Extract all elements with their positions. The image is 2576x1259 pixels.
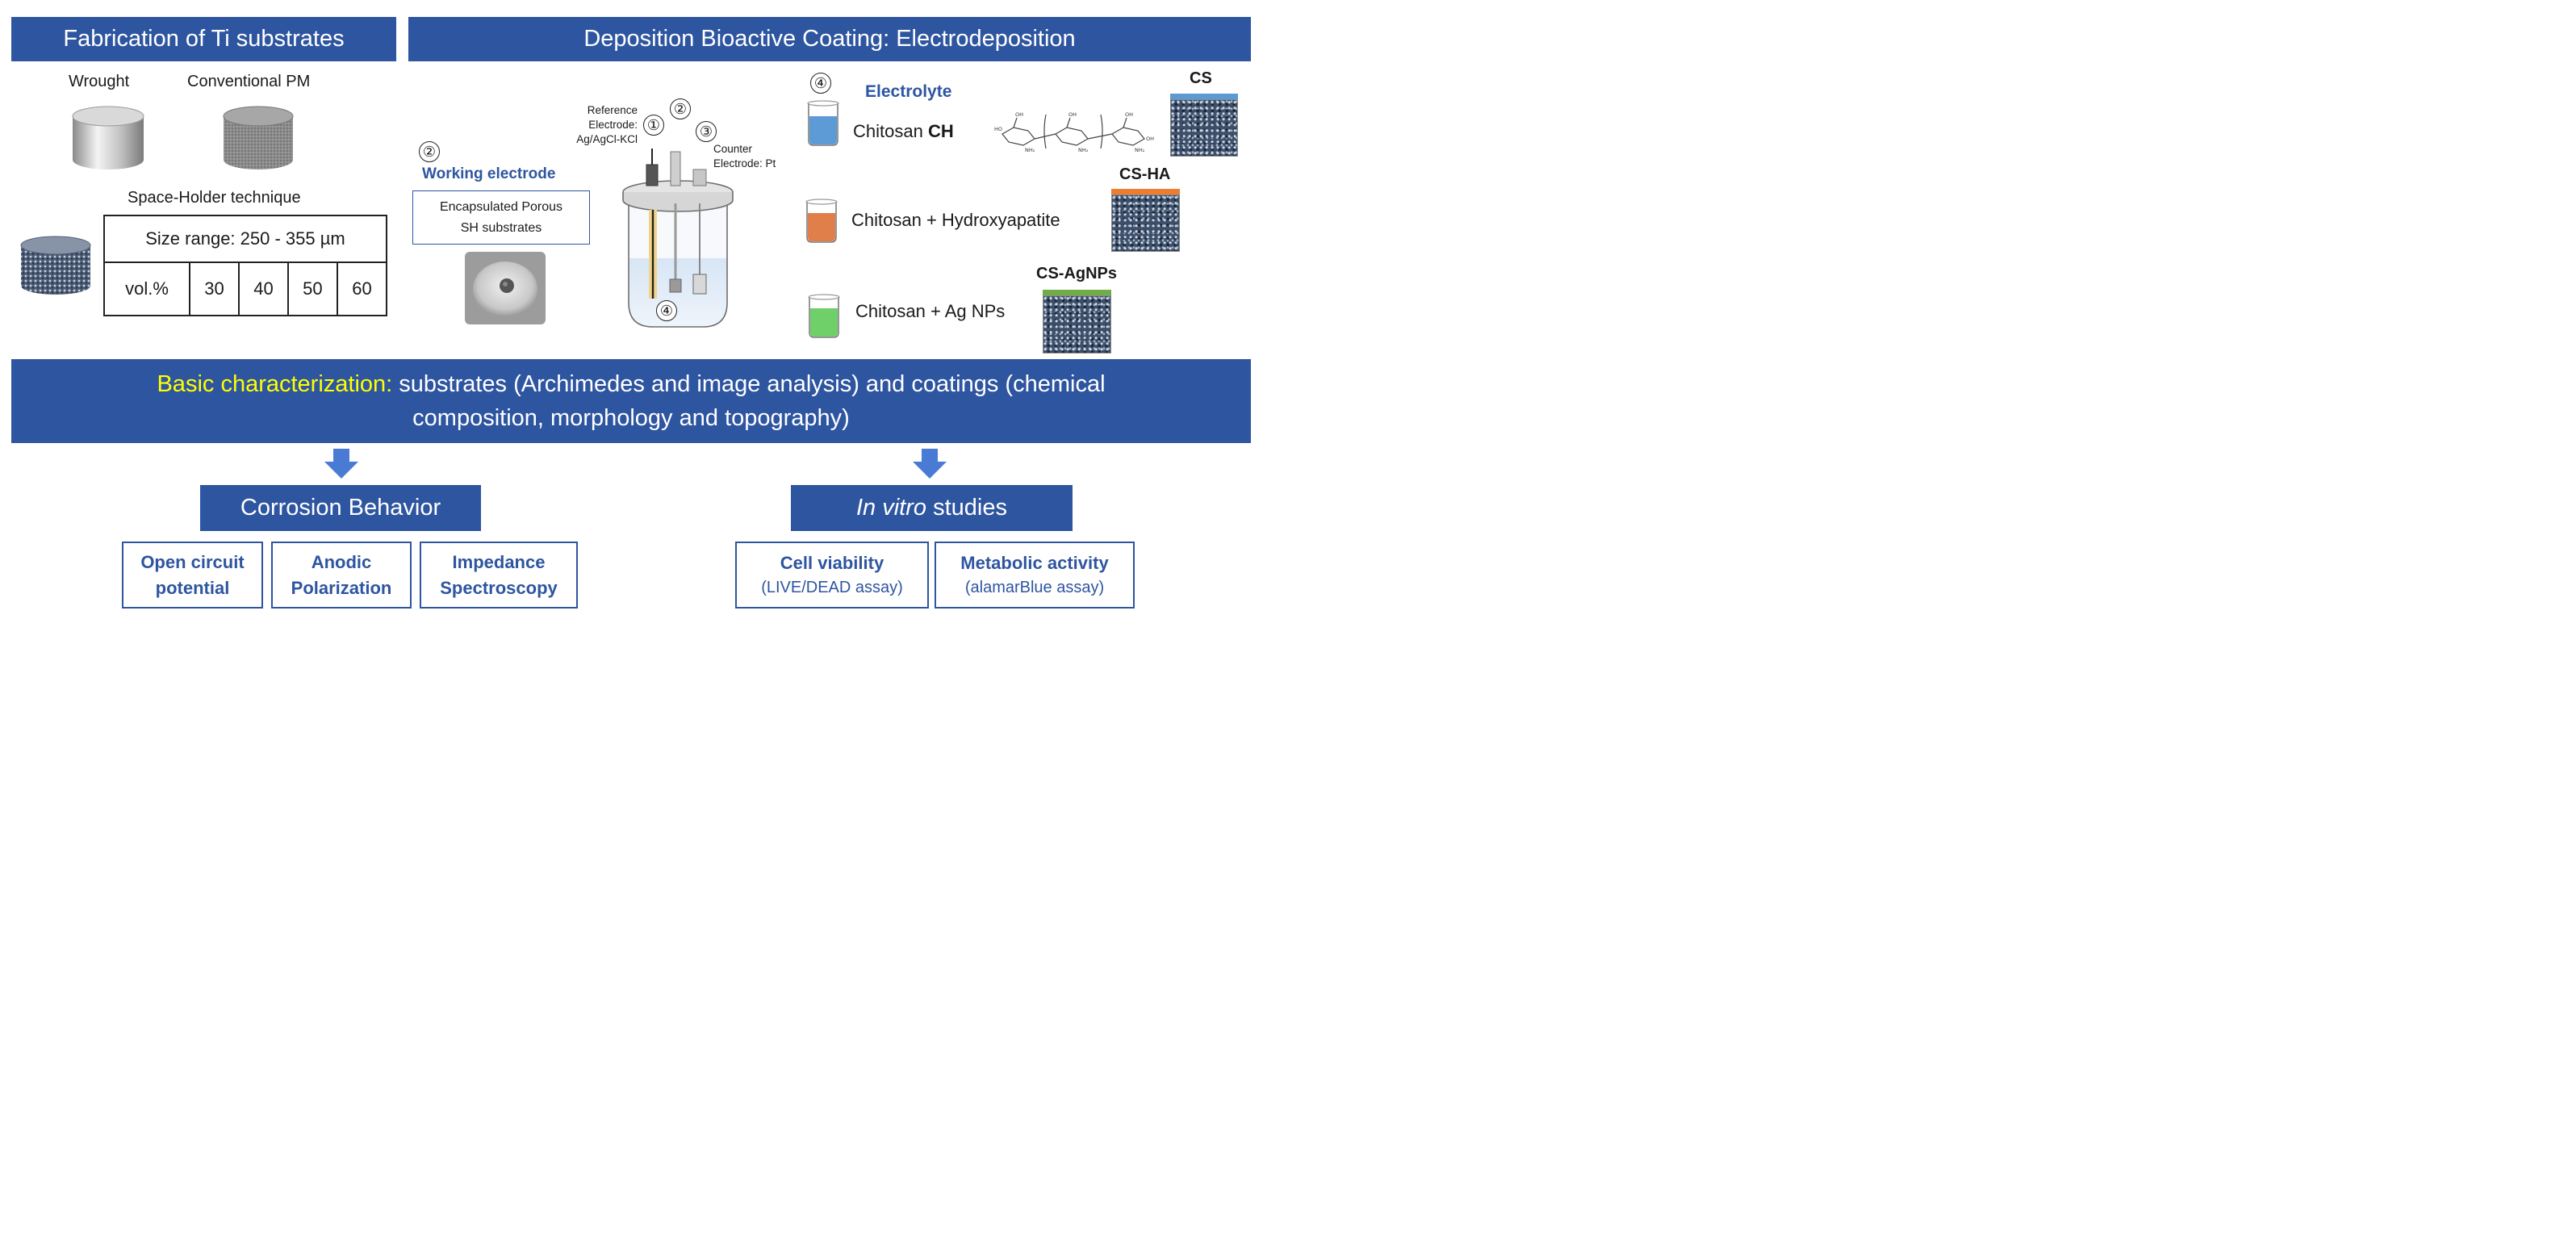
coating-sample-image (1111, 194, 1180, 252)
size-range-cell: Size range: 250 - 355 µm (103, 215, 387, 263)
corrosion-title: Corrosion Behavior (240, 495, 441, 521)
counter-electrode-label: Counter Electrode: Pt (713, 143, 776, 170)
beaker-icon (808, 294, 840, 338)
vol-value-cell: 50 (286, 261, 338, 316)
reference-electrode-label: Reference Electrode: Ag/AgCl-KCl (576, 104, 638, 146)
coating-label: CS (1190, 69, 1212, 87)
svg-text:OH: OH (1015, 111, 1023, 118)
characterization-banner: Basic characterization: substrates (Arch… (11, 359, 1251, 443)
coating-sample-image (1043, 295, 1111, 353)
conventional-pm-label: Conventional PM (187, 73, 311, 90)
conventional-pm-cylinder-icon (223, 106, 294, 169)
svg-text:HO: HO (994, 126, 1002, 132)
marker-4-cell: ④ (656, 300, 677, 321)
electrolyte-item-label: Chitosan CH (853, 121, 954, 141)
vol-value-cell: 40 (237, 261, 289, 316)
encapsulated-line: SH substrates (460, 220, 542, 235)
electrochemical-cell (622, 148, 734, 328)
beaker-liquid (810, 308, 838, 337)
wrought-cylinder-icon (72, 106, 144, 169)
beaker-icon (807, 100, 839, 146)
svg-text:NH₂: NH₂ (1078, 147, 1089, 153)
encapsulated-line: Encapsulated Porous (439, 199, 563, 214)
characterization-line2: composition, morphology and topography) (412, 405, 850, 431)
coating-strip (1043, 290, 1111, 295)
encapsulated-sample-photo (465, 252, 546, 324)
beaker-liquid (808, 213, 835, 241)
vol-label-cell: vol.% (103, 261, 190, 316)
coating-strip (1111, 189, 1180, 194)
working-electrode-label: Working electrode (422, 165, 556, 182)
characterization-line1: Basic characterization: substrates (Arch… (157, 370, 1106, 397)
deposition-banner: Deposition Bioactive Coating: Electrodep… (408, 17, 1251, 61)
svg-text:OH: OH (1125, 111, 1133, 118)
svg-text:NH₂: NH₂ (1135, 147, 1145, 153)
beaker-liquid (809, 116, 837, 144)
corrosion-banner: Corrosion Behavior (200, 485, 481, 531)
svg-text:OH: OH (1068, 111, 1077, 118)
invitro-title: In vitro studies (856, 495, 1007, 521)
electrolyte-item-label: Chitosan + Hydroxyapatite (851, 210, 1060, 230)
marker-3: ③ (696, 121, 717, 142)
space-holder-label: Space-Holder technique (128, 189, 301, 207)
marker-1: ① (643, 115, 664, 136)
svg-text:OH: OH (1146, 136, 1154, 142)
coating-label: CS-AgNPs (1036, 265, 1118, 282)
electrolyte-item-label: Chitosan + Ag NPs (855, 301, 1006, 321)
space-holder-table: Size range: 250 - 355 µm vol.% 30 40 50 … (103, 215, 388, 316)
characterization-highlight: Basic characterization: (157, 370, 393, 397)
coating-sample-image (1170, 99, 1238, 157)
marker-2: ② (670, 98, 691, 119)
marker-2-working: ② (419, 141, 440, 162)
electrolyte-title: Electrolyte (865, 82, 952, 101)
fabrication-title: Fabrication of Ti substrates (63, 26, 345, 52)
coating-strip (1170, 94, 1238, 99)
fabrication-banner: Fabrication of Ti substrates (11, 17, 396, 61)
invitro-test-box: Cell viability (LIVE/DEAD assay) (735, 542, 929, 609)
arrow-down-icon (324, 449, 358, 479)
marker-4-electrolyte: ④ (810, 73, 831, 94)
invitro-banner: In vitro studies (791, 485, 1073, 531)
encapsulated-box: Encapsulated Porous SH substrates (412, 190, 590, 245)
arrow-down-icon (913, 449, 947, 479)
vol-value-cell: 30 (189, 261, 240, 316)
deposition-title: Deposition Bioactive Coating: Electrodep… (583, 26, 1076, 52)
coating-label: CS-HA (1119, 165, 1171, 183)
wrought-label: Wrought (69, 73, 130, 90)
svg-text:NH₂: NH₂ (1025, 147, 1035, 153)
vol-value-cell: 60 (336, 261, 388, 316)
invitro-test-box: Metabolic activity (alamarBlue assay) (935, 542, 1135, 609)
porous-cylinder-icon (20, 236, 91, 295)
beaker-icon (805, 199, 838, 243)
